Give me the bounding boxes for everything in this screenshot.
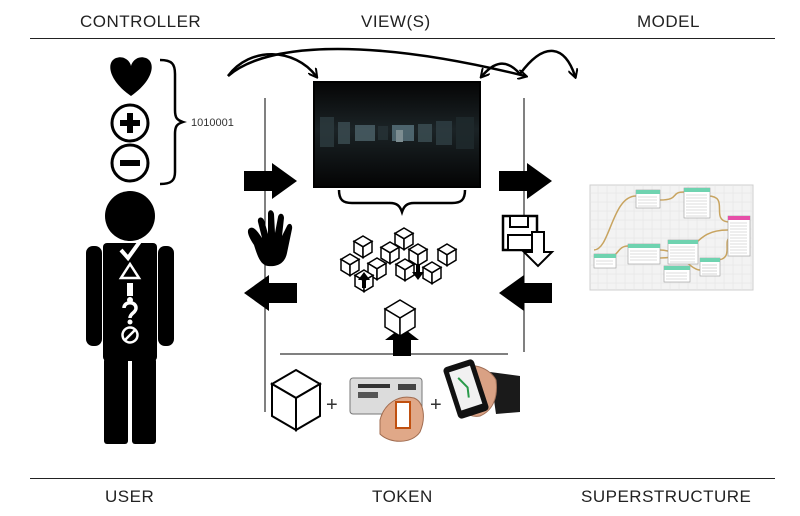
binary-code: 1010001 [191,117,234,129]
curly-brace-right [159,58,187,186]
footer-superstructure: SUPERSTRUCTURE [581,487,752,506]
arrow-right-right [499,163,552,199]
exclamation-icon [127,283,133,303]
prohibition-icon [121,326,139,344]
plus-icon [110,103,150,143]
curly-brace-under [337,189,467,216]
cube-cluster [339,227,458,338]
header-model: MODEL [637,12,700,31]
rfid-card-photo [349,377,424,442]
footer-token: TOKEN [372,487,433,506]
cube-icon [393,227,415,251]
heart-icon [110,57,152,96]
check-mark-icon [119,238,143,262]
arrow-right-left [244,163,297,199]
footer-user: USER [105,487,155,506]
arrow-up-token [385,327,419,356]
cube-icon [379,241,401,265]
header-controller: CONTROLLER [80,12,202,31]
plus-sign-1: + [326,394,338,416]
user-figure [86,191,174,444]
cube-icon [394,258,416,282]
header-views: VIEW(S) [361,12,431,31]
cube-icon [339,253,361,277]
top-curved-arrows [226,47,575,76]
triangle-icon [118,261,142,280]
minus-icon [110,143,150,183]
floppy-save-icon [501,214,555,268]
cube-icon [436,243,458,267]
cube-icon [421,261,443,285]
phone-in-hand-photo [443,359,520,419]
token-cube-icon [270,368,322,432]
arrow-left-left [244,275,297,311]
question-icon [122,301,138,325]
cube-icon [352,235,374,259]
plus-sign-2: + [430,394,442,416]
hand-icon [247,210,293,267]
top-rule [30,38,775,39]
cluster-small-arrows [358,264,424,288]
view-screen [313,81,481,188]
node-graph-screenshot [589,184,754,291]
cube-icon [383,299,417,338]
bottom-rule [30,478,775,479]
arrow-left-right [499,275,552,311]
